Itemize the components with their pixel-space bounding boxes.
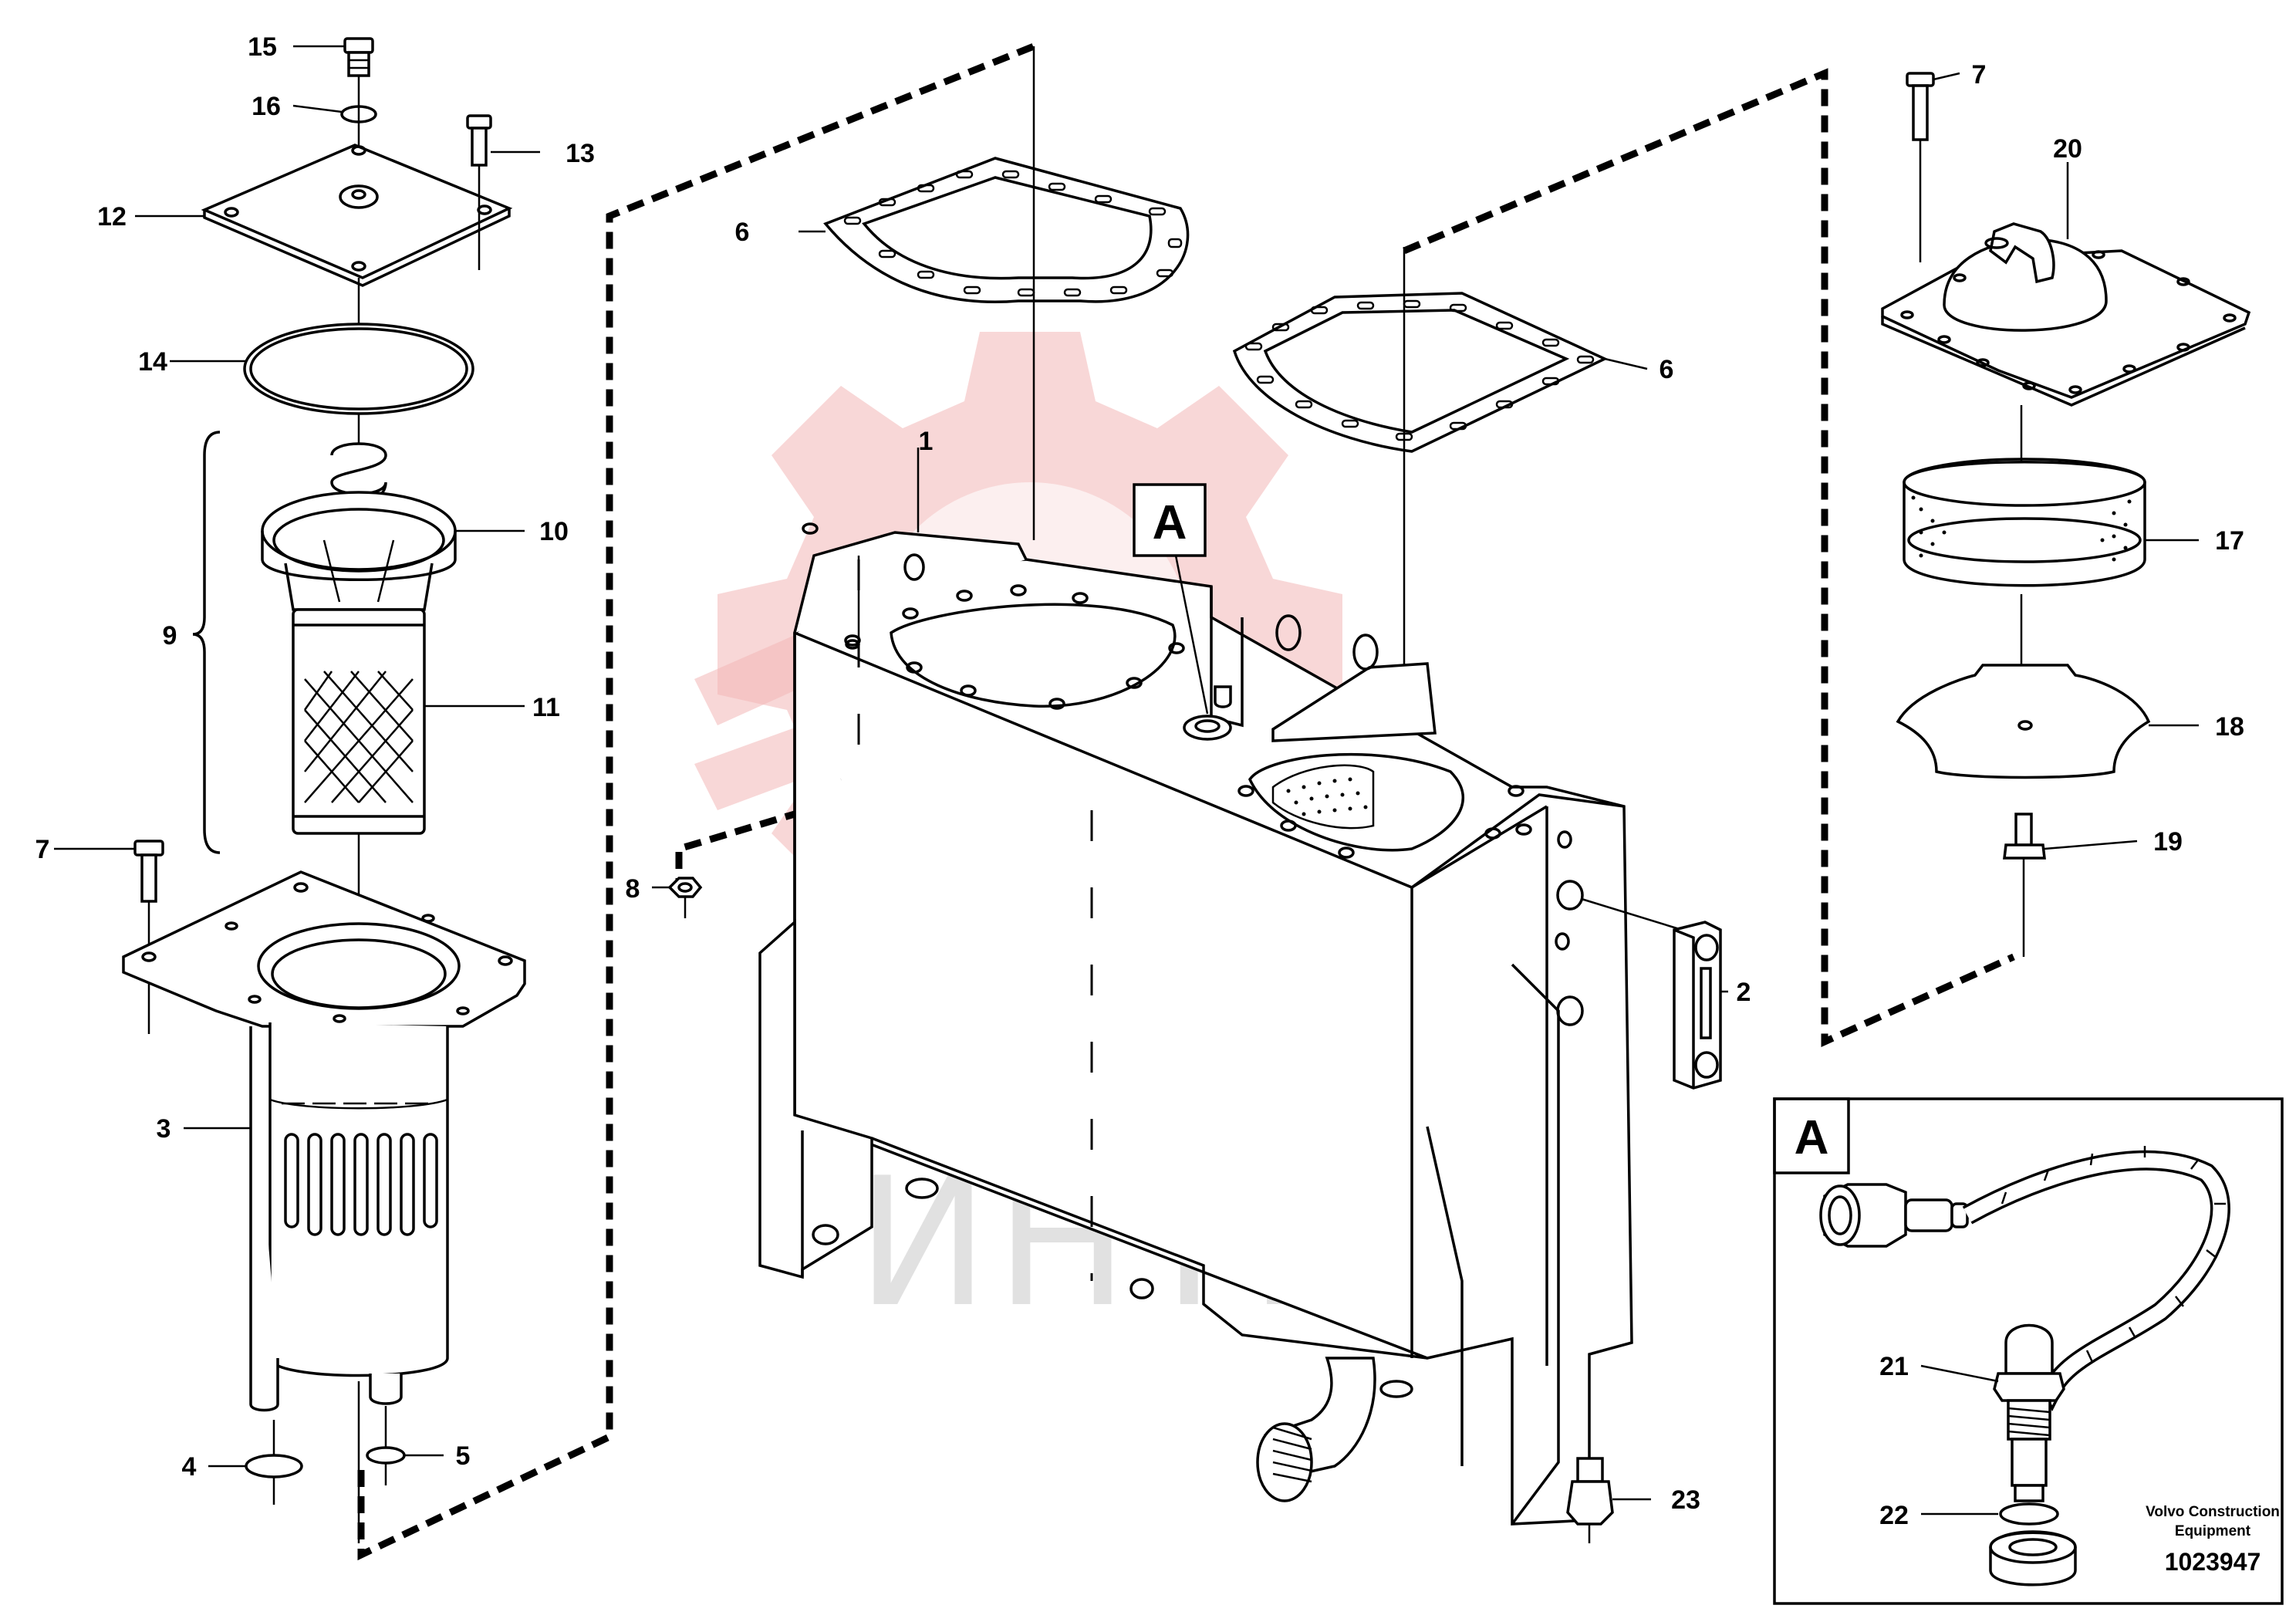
company-line-2: Equipment (2175, 1523, 2251, 1539)
callout-14: 14 (138, 347, 167, 377)
callout-20: 20 (2053, 134, 2082, 164)
detail-marker-a: A (1133, 483, 1207, 557)
callout-13: 13 (566, 139, 595, 168)
callout-17: 17 (2215, 526, 2244, 556)
strainer-head-10 (261, 442, 457, 611)
gasket-6-right (1232, 292, 1609, 453)
callout-10: 10 (539, 517, 569, 546)
callout-23: 23 (1671, 1485, 1700, 1515)
callout-19: 19 (2153, 827, 2183, 857)
callout-2: 2 (1737, 978, 1751, 1007)
callout-8: 8 (626, 874, 640, 904)
callout-7-left: 7 (35, 835, 50, 864)
callout-18: 18 (2215, 712, 2244, 742)
detail-view-label: A (1795, 1111, 1829, 1164)
callout-labels: 1 2 3 4 5 6 6 7 7 8 9 10 11 12 13 14 15 … (35, 32, 2244, 1530)
filter-element-11 (292, 608, 426, 835)
oring-14 (243, 323, 474, 415)
cover-plate-12 (201, 144, 513, 287)
callout-1: 1 (919, 427, 934, 456)
filter-assembly (122, 37, 526, 1543)
callout-21: 21 (1879, 1352, 1909, 1381)
sensor-connector (1819, 1183, 1969, 1248)
nut-8 (667, 877, 703, 918)
bolt-7-right (1906, 72, 1935, 262)
drain-plug-23 (1566, 1358, 1614, 1543)
detail-marker-label: A (1153, 496, 1187, 549)
callout-15: 15 (248, 32, 277, 62)
breather-assembly (1881, 72, 2251, 957)
baffle-dish-18 (1896, 664, 2151, 779)
detail-view-a: A Volvo Const (1773, 1097, 2284, 1605)
hydraulic-tank-1 (758, 522, 1633, 1526)
oring-4 (245, 1454, 303, 1478)
company-line-1: Volvo Construction (2146, 1504, 2280, 1520)
callout-11: 11 (532, 693, 560, 722)
bolt-13 (466, 114, 492, 270)
callout-5: 5 (456, 1441, 471, 1471)
document-number: 1023947 (2165, 1548, 2261, 1576)
callout-12: 12 (97, 202, 127, 231)
callout-22: 22 (1879, 1501, 1909, 1530)
bolt-19 (2003, 813, 2046, 957)
oring-22 (1999, 1502, 2059, 1526)
callout-7-right: 7 (1972, 60, 1987, 90)
callout-6-right: 6 (1660, 355, 1674, 384)
adapter-nut (1989, 1530, 2077, 1587)
callout-6-left: 6 (735, 218, 750, 247)
bolt-15 (343, 37, 374, 77)
bolt-7-left (133, 840, 164, 1034)
filter-housing-3 (122, 870, 526, 1412)
callout-4: 4 (182, 1452, 197, 1482)
callout-3: 3 (157, 1114, 171, 1144)
filter-ring-17 (1903, 458, 2146, 587)
breather-cap-20 (1881, 222, 2251, 407)
bracket-9 (192, 431, 221, 854)
sensor-21 (1993, 1323, 2065, 1502)
oring-5 (366, 1446, 406, 1465)
callout-16: 16 (252, 92, 281, 121)
callout-9: 9 (163, 621, 177, 650)
gasket-6-left (823, 157, 1190, 303)
sight-glass-2 (1581, 897, 1722, 1090)
leader-lines (54, 45, 2199, 1501)
